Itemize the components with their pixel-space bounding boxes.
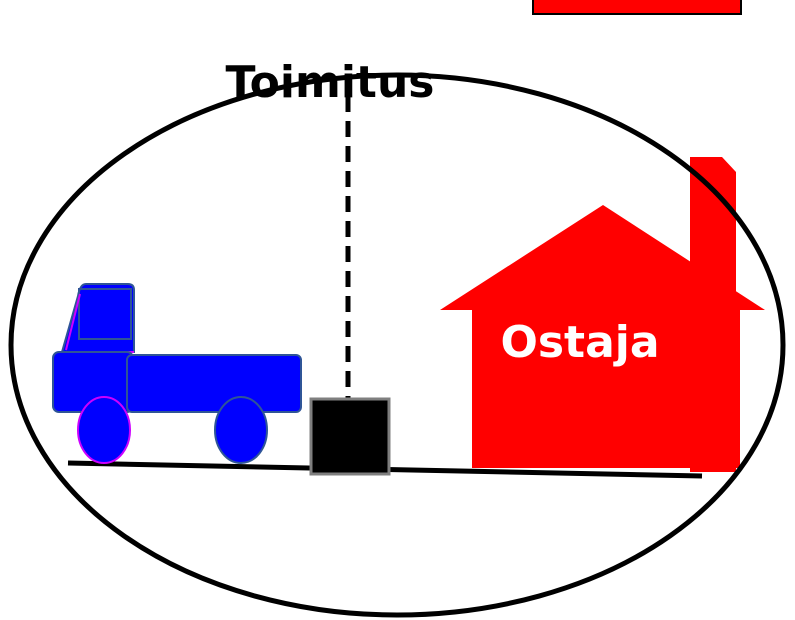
package-icon (309, 397, 391, 476)
corner-red-box (532, 0, 742, 15)
buyer-label: Ostaja (500, 317, 659, 368)
truck-bed (126, 354, 302, 413)
truck-accent (65, 293, 81, 351)
truck-front-wheel (77, 396, 131, 464)
delivery-label: Toimitus (226, 57, 435, 108)
house-body (440, 205, 765, 468)
boundary-ellipse (8, 72, 786, 618)
truck-cab (60, 283, 135, 353)
delivery-truck-icon (52, 283, 302, 464)
truck-window (78, 288, 132, 340)
house-icon (440, 157, 765, 472)
truck-rear-wheel (214, 396, 268, 464)
